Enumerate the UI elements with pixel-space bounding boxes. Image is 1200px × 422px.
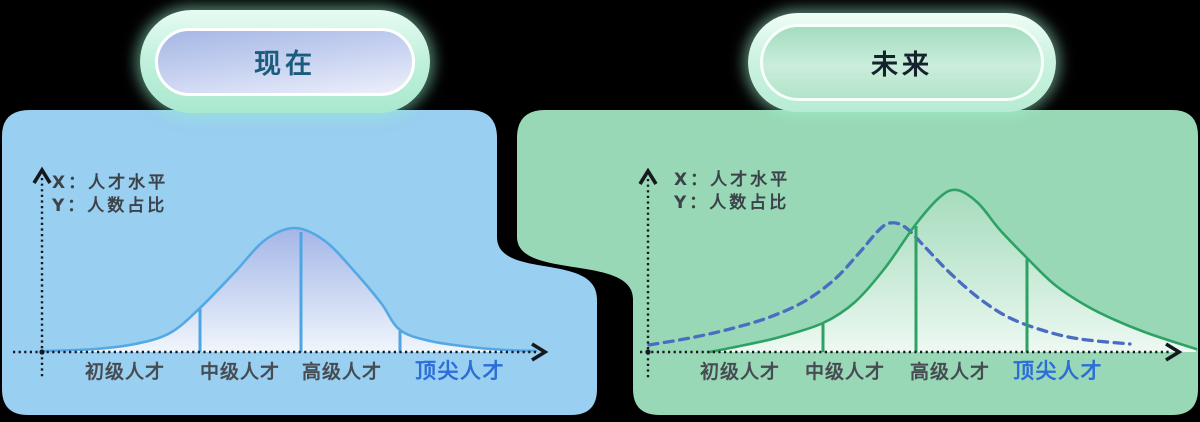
- talent-distribution-now-reference-curve: [647, 221, 1132, 347]
- x-axis-meaning: X：人才水平: [674, 170, 791, 190]
- y-axis-meaning: Y：人数占比: [52, 196, 168, 216]
- axis-label-mid-talent: 中级人才: [804, 361, 886, 383]
- axis-label-senior-talent: 高级人才: [301, 361, 383, 383]
- x-axis-arrow-icon: [531, 342, 549, 362]
- x-axis-arrow-icon: [1165, 342, 1183, 362]
- title-pill-future: 未来: [760, 24, 1044, 101]
- axis-label-top-talent: 顶尖人才: [1013, 359, 1103, 383]
- y-axis-arrow-icon: [638, 167, 658, 185]
- axis-label-junior-talent: 初级人才: [84, 361, 166, 383]
- title-now: 现在: [254, 49, 316, 80]
- talent-distribution-now-area: [45, 227, 536, 352]
- y-axis-meaning: Y：人数占比: [674, 193, 790, 213]
- title-pill-now-glow: 现在: [140, 10, 430, 113]
- axis-label-junior-talent: 初级人才: [699, 361, 781, 383]
- talent-distribution-future-area: [710, 189, 1196, 352]
- talent-distribution-future-curve: [708, 188, 1198, 354]
- axes-legend-now: X：人才水平 Y：人数占比: [52, 172, 168, 218]
- origin-dot: [39, 349, 45, 355]
- axis-label-top-talent: 顶尖人才: [415, 359, 505, 383]
- y-axis-arrow-icon: [32, 166, 52, 184]
- axes-legend-future: X：人才水平 Y：人数占比: [674, 169, 790, 215]
- axis-label-mid-talent: 中级人才: [199, 361, 281, 383]
- title-pill-future-glow: 未来: [748, 13, 1056, 112]
- origin-dot: [645, 349, 651, 355]
- talent-distribution-now-curve: [43, 226, 538, 353]
- x-axis-meaning: X：人才水平: [52, 173, 169, 193]
- title-pill-now: 现在: [155, 27, 415, 96]
- axis-label-senior-talent: 高级人才: [909, 361, 991, 383]
- title-future: 未来: [871, 50, 933, 81]
